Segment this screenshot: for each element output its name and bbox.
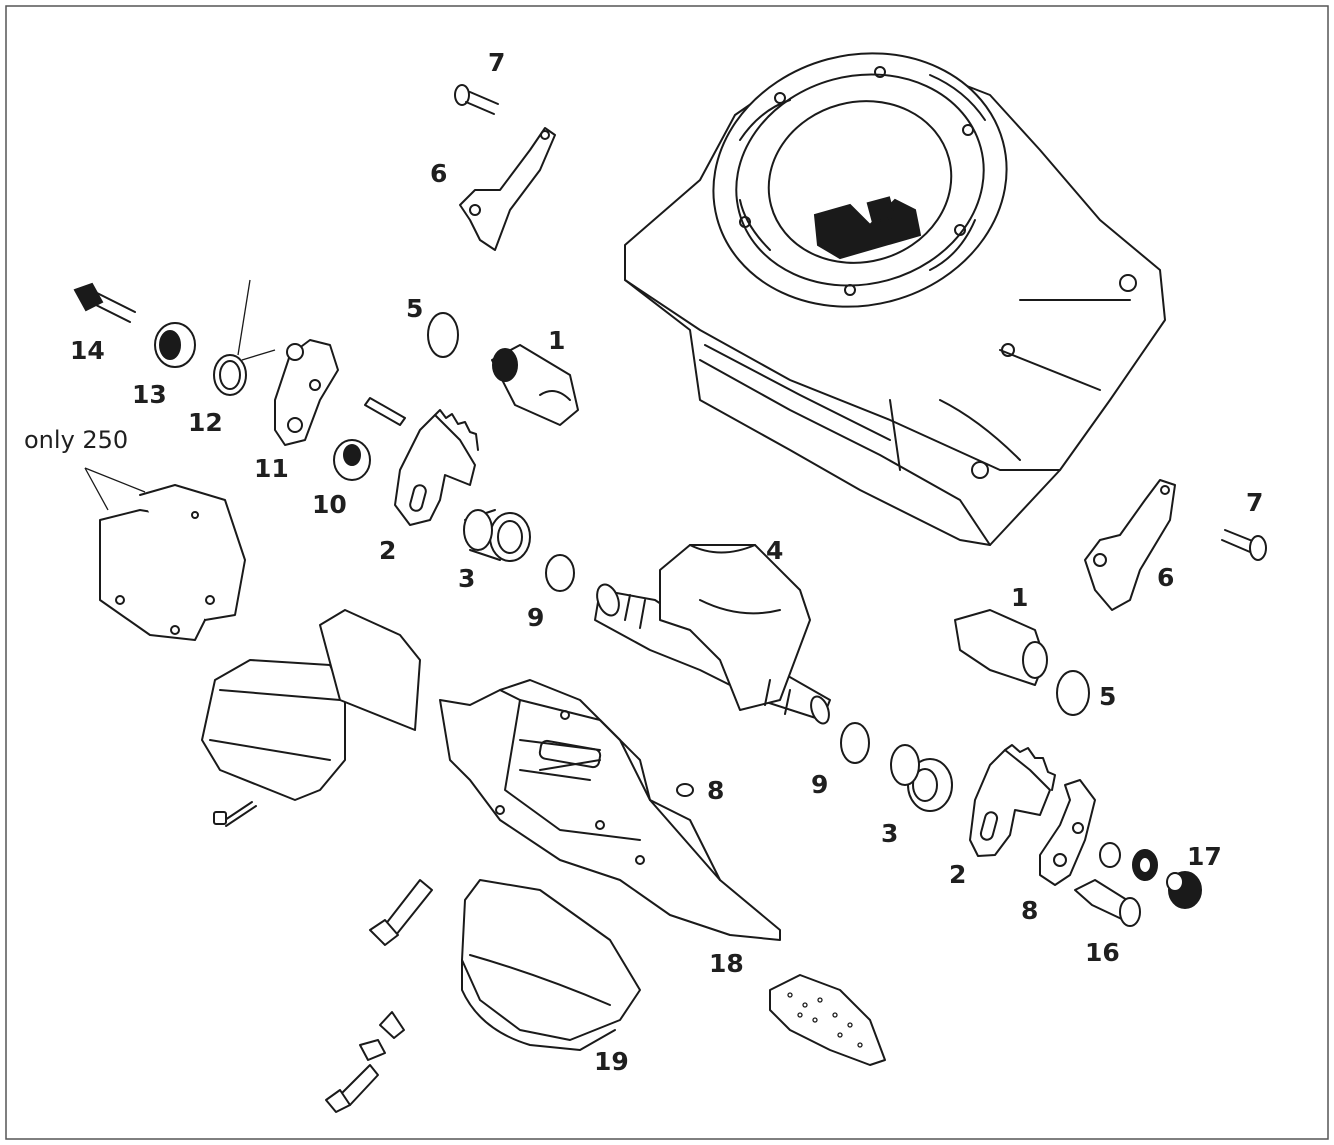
oring-5b-part [1056,670,1090,716]
bushing-3a-part [463,509,531,562]
pinion-1a-part [491,344,579,426]
screw-7a-part [454,84,499,115]
oring-8a-part [676,783,694,797]
bushing-3b-part [890,744,953,812]
flange-part [461,879,641,1051]
screw-14-part [73,282,136,323]
part-label-17: 17 [1187,842,1222,871]
part-label-3-left: 3 [458,564,476,593]
only-250-note: only 250 [24,426,129,454]
part-label-7-right: 7 [1246,488,1264,517]
valve-housing-part [439,679,781,941]
part-label-8-left: 8 [707,776,725,805]
screw-16-part [1074,879,1141,927]
exhaust-valve-part [594,544,831,725]
part-label-18: 18 [709,949,744,978]
part-label-9-right: 9 [811,770,829,799]
cap-17-part [1166,871,1202,909]
pinion-1b-part [954,609,1048,686]
part-label-5-left: 5 [406,294,424,323]
part-label-1-right: 1 [1011,583,1029,612]
part-label-10: 10 [312,490,347,519]
washer-10-part [333,439,371,481]
oring-9a-part [545,554,575,592]
pin-part [364,397,406,426]
spring-12-part [213,279,276,396]
long-bolt-part [369,879,433,946]
part-label-8-right: 8 [1021,896,1039,925]
lever-2a-part [394,409,479,526]
cover-part [84,467,421,801]
part-label-3-right: 3 [881,819,899,848]
part-label-4: 4 [766,536,784,565]
bracket-8-part [1039,779,1096,886]
part-label-2-left: 2 [379,536,397,565]
border [5,5,1329,1140]
gasket-part [769,974,886,1066]
part-label-14: 14 [70,336,105,365]
oring-9b-part [840,722,870,764]
washer-right-part [1099,842,1158,881]
part-label-2-right: 2 [949,860,967,889]
part-label-7-top: 7 [488,48,506,77]
lever-11-part [274,339,339,446]
lever-2b-part [969,744,1056,857]
lever-6a-part [459,127,556,251]
part-label-12: 12 [188,408,223,437]
part-label-11: 11 [254,454,289,483]
lever-6b-part [1084,479,1176,611]
part-label-13: 13 [132,380,167,409]
part-label-1-left: 1 [548,326,566,355]
part-label-19: 19 [594,1047,629,1076]
part-label-5-right: 5 [1099,682,1117,711]
part-label-6-right: 6 [1157,563,1175,592]
bottom-bolt-part [325,1011,405,1113]
cover-screw-part [213,801,257,827]
cylinder-part [624,52,1166,546]
bushing-13-part [154,322,196,368]
part-label-6-left: 6 [430,159,448,188]
part-label-9-left: 9 [527,603,545,632]
screw-7b-part [1221,529,1267,561]
oring-5a-part [427,312,459,358]
part-label-16: 16 [1085,938,1120,967]
